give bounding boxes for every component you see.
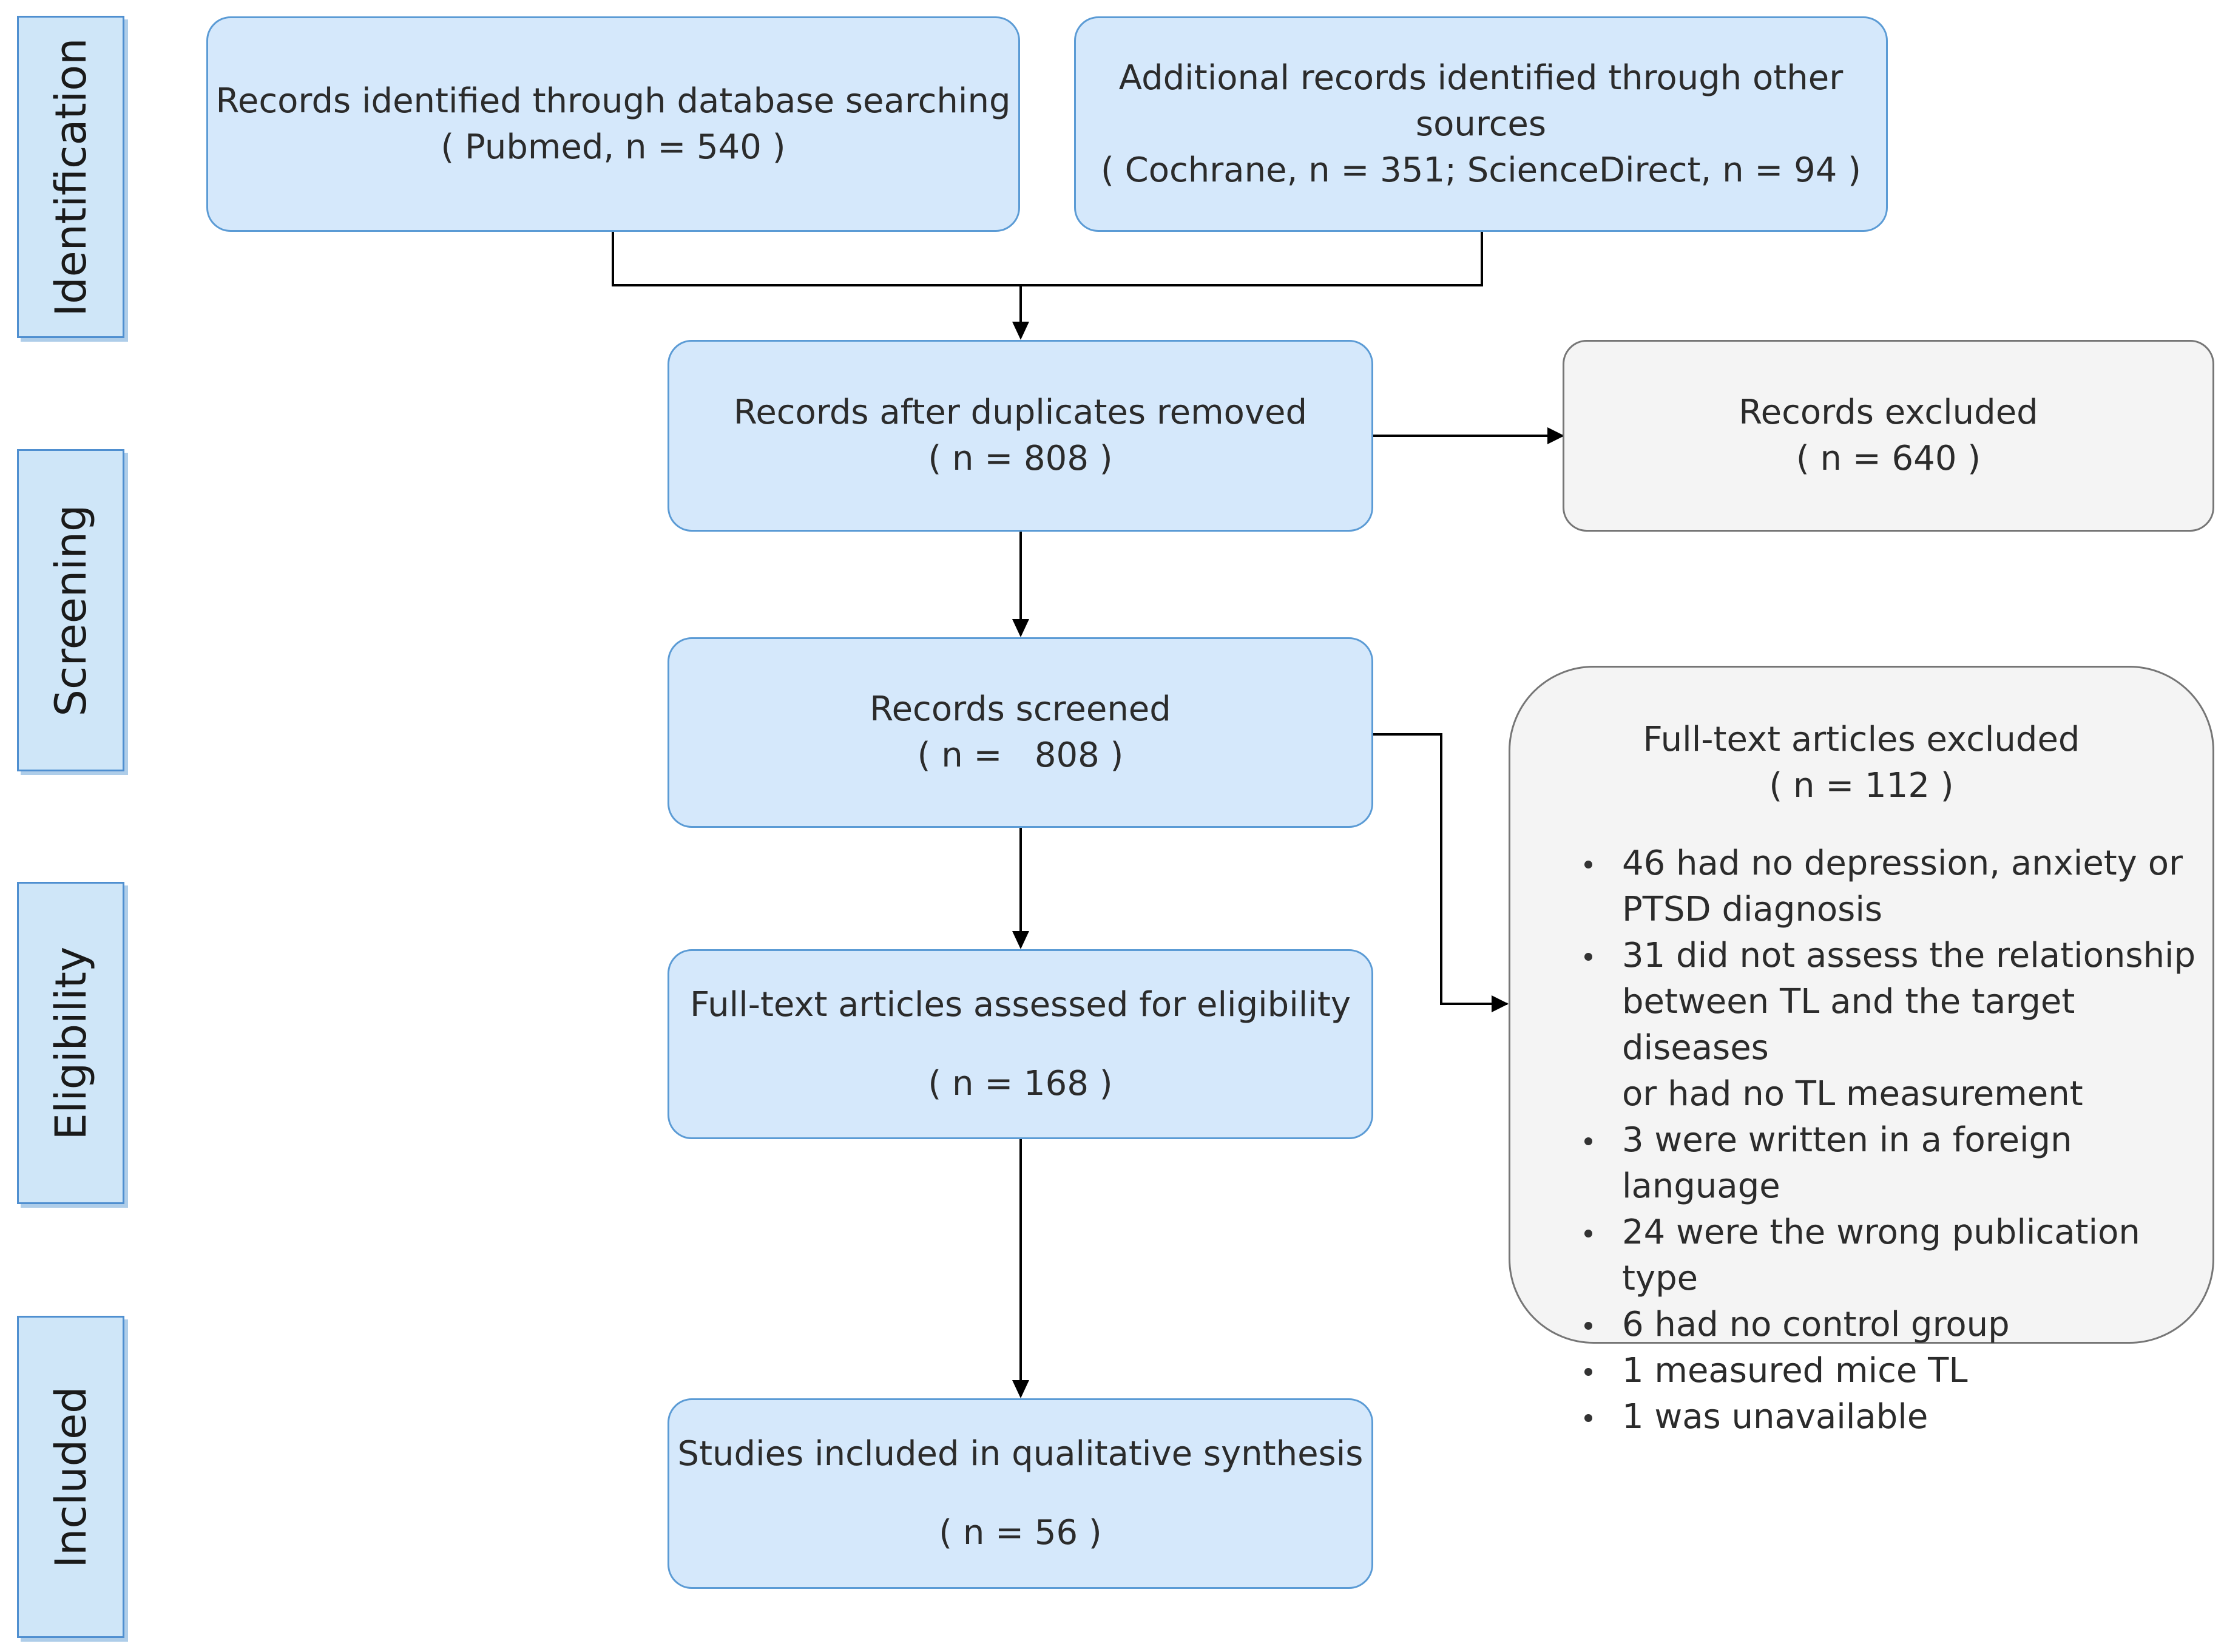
arrowhead-fulltext bbox=[1012, 931, 1029, 949]
stage-screening: Screening bbox=[17, 449, 124, 771]
other-sources-count: ( Cochrane, n = 351; ScienceDirect, n = … bbox=[1100, 150, 1862, 190]
arrowhead-duplicates bbox=[1012, 322, 1029, 340]
fulltext-assessed-count: ( n = 168 ) bbox=[928, 1063, 1113, 1103]
exclusion-reasons-list: 46 had no depression, anxiety or PTSD di… bbox=[1510, 841, 2212, 1440]
exclusion-reason: 3 were written in a foreign language bbox=[1584, 1117, 2212, 1210]
arrowhead-screened bbox=[1012, 619, 1029, 637]
arrowhead-records-excluded bbox=[1547, 427, 1564, 444]
other-sources-title-2: sources bbox=[1415, 104, 1547, 144]
box-records-excluded: Records excluded ( n = 640 ) bbox=[1563, 340, 2214, 532]
exclusion-reason: 6 had no control group bbox=[1584, 1302, 2212, 1348]
exclusion-reason: 31 did not assess the relationship betwe… bbox=[1584, 933, 2212, 1117]
database-records-title: Records identified through database sear… bbox=[215, 81, 1011, 121]
arrowhead-fulltext-excluded bbox=[1492, 995, 1509, 1012]
exclusion-reason: 46 had no depression, anxiety or PTSD di… bbox=[1584, 841, 2212, 933]
records-screened-title: Records screened bbox=[870, 689, 1171, 729]
box-fulltext-excluded: Full-text articles excluded ( n = 112 ) … bbox=[1509, 666, 2214, 1437]
fulltext-excluded-header: Full-text articles excluded ( n = 112 ) bbox=[1510, 717, 2212, 809]
connector-sources-merge bbox=[612, 232, 1483, 286]
records-excluded-count: ( n = 640 ) bbox=[1796, 439, 1981, 478]
box-studies-included: Studies included in qualitative synthesi… bbox=[668, 1398, 1373, 1589]
arrowhead-included bbox=[1012, 1380, 1029, 1398]
box-database-records: Records identified through database sear… bbox=[206, 16, 1020, 232]
box-duplicates-removed: Records after duplicates removed ( n = 8… bbox=[668, 340, 1373, 532]
fulltext-excluded-title: Full-text articles excluded bbox=[1643, 720, 2080, 759]
fulltext-assessed-title: Full-text articles assessed for eligibil… bbox=[690, 984, 1351, 1024]
stage-eligibility: Eligibility bbox=[17, 882, 124, 1204]
records-excluded-title: Records excluded bbox=[1739, 393, 2038, 432]
box-fulltext-assessed: Full-text articles assessed for eligibil… bbox=[668, 949, 1373, 1139]
studies-included-title: Studies included in qualitative synthesi… bbox=[677, 1434, 1364, 1474]
other-sources-title-1: Additional records identified through ot… bbox=[1118, 58, 1844, 98]
box-other-sources: Additional records identified through ot… bbox=[1074, 16, 1888, 232]
exclusion-reason: 1 was unavailable bbox=[1584, 1394, 2212, 1440]
box-records-screened: Records screened ( n = 808 ) bbox=[668, 637, 1373, 828]
fulltext-excluded-count: ( n = 112 ) bbox=[1769, 766, 1954, 805]
records-screened-count: ( n = 808 ) bbox=[917, 736, 1124, 775]
duplicates-removed-count: ( n = 808 ) bbox=[928, 439, 1113, 478]
connector-screened-to-excluded bbox=[1373, 733, 1507, 1005]
exclusion-reason: 24 were the wrong publication type bbox=[1584, 1210, 2212, 1302]
duplicates-removed-title: Records after duplicates removed bbox=[733, 393, 1308, 432]
exclusion-reason: 1 measured mice TL bbox=[1584, 1348, 2212, 1394]
studies-included-count: ( n = 56 ) bbox=[939, 1513, 1102, 1552]
stage-identification: Identification bbox=[17, 16, 124, 338]
database-records-count: ( Pubmed, n = 540 ) bbox=[441, 127, 786, 167]
stage-included: Included bbox=[17, 1316, 124, 1638]
